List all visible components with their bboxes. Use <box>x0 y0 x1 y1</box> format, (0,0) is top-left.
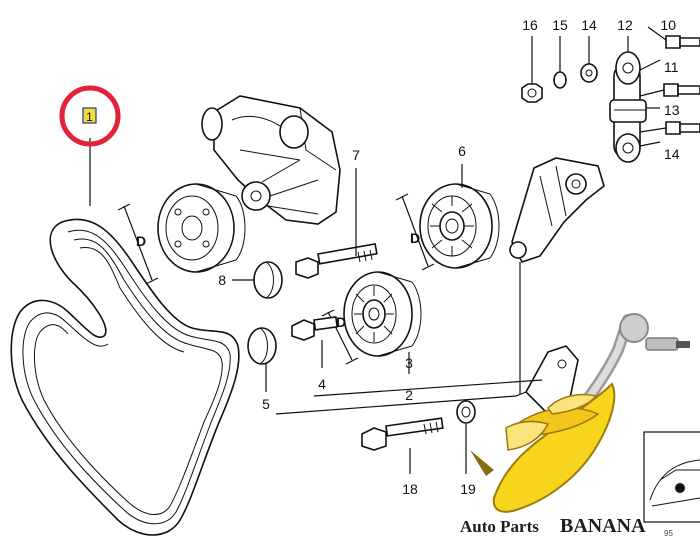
dimension-d-idler: D <box>410 230 420 246</box>
callout-6: 6 <box>458 143 466 159</box>
callout-2: 2 <box>405 387 413 403</box>
callout-19: 19 <box>460 481 476 497</box>
hydraulic-tensioner <box>609 51 647 163</box>
callout-8: 8 <box>218 272 226 288</box>
callout-4: 4 <box>318 376 326 392</box>
watermark-logo: Auto Parts BANANA <box>460 313 690 537</box>
dimension-d-crank: D <box>136 233 146 249</box>
washer-19 <box>456 400 476 424</box>
pump-housing <box>201 95 341 225</box>
callout-labels: 16 15 14 12 10 11 13 14 7 6 8 3 4 2 5 18… <box>136 17 680 497</box>
callout-3: 3 <box>405 355 413 371</box>
callout-1: 1 <box>86 110 93 124</box>
crankshaft-pulley <box>157 183 246 273</box>
brand-name-part2: BANANA <box>560 515 646 537</box>
callout-14-right: 14 <box>664 146 680 162</box>
washer-8 <box>253 261 283 299</box>
car-locator-thumbnail: 95 <box>643 431 700 538</box>
drawing-code: 95 <box>664 529 673 538</box>
tensioner-pulley <box>343 271 422 357</box>
callout-16: 16 <box>522 17 538 33</box>
dimension-d-tensioner: D <box>336 314 346 330</box>
callout-12: 12 <box>617 17 633 33</box>
callout-15: 15 <box>552 17 568 33</box>
callout-5: 5 <box>262 396 270 412</box>
highlight-circle <box>59 85 121 147</box>
tensioner-bracket <box>509 157 605 263</box>
callout-13: 13 <box>664 102 680 118</box>
washer-5 <box>247 327 277 365</box>
callout-7: 7 <box>352 147 360 163</box>
callout-14-top: 14 <box>581 17 597 33</box>
brand-name-part1: Auto Parts <box>460 517 539 536</box>
bolt-7 <box>295 243 378 279</box>
callout-10: 10 <box>660 17 676 33</box>
hardware-top-right <box>521 35 700 135</box>
callout-18: 18 <box>402 481 418 497</box>
drive-belt <box>10 218 240 536</box>
highlight-box <box>82 107 97 124</box>
leader-lines <box>89 26 667 474</box>
bolt-4 <box>291 316 339 341</box>
idler-pulley-upper <box>419 183 500 269</box>
callout-11: 11 <box>664 59 679 75</box>
highlighted-callout-1: 1 <box>59 85 121 147</box>
bolt-18 <box>361 417 444 451</box>
